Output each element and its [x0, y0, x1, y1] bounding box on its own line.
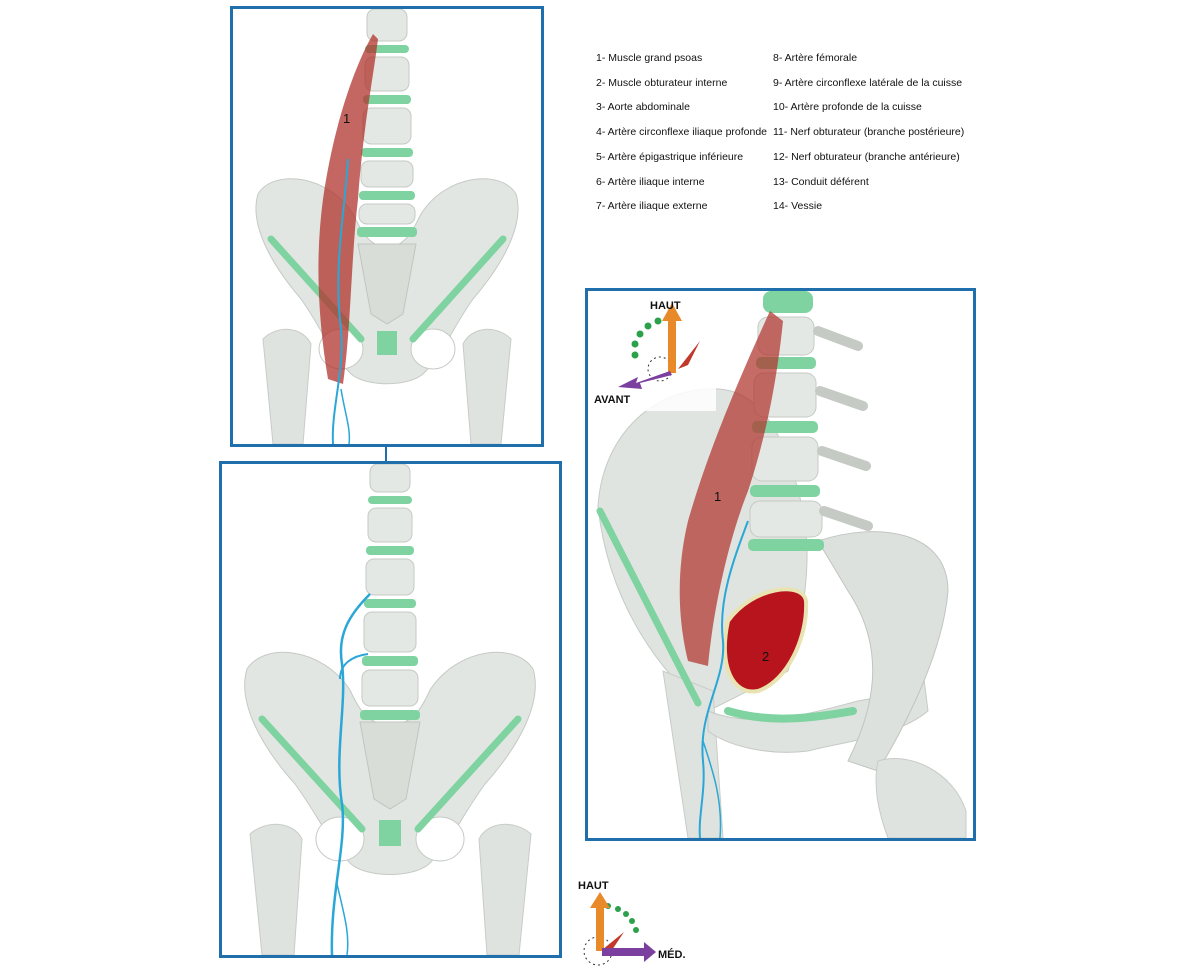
legend-column-right: 8- Artère fémorale 9- Artère circonflexe…: [773, 46, 964, 219]
label-haut: HAUT: [578, 880, 609, 892]
nerve-branch: [336, 883, 349, 955]
legend-item: 7- Artère iliaque externe: [596, 200, 708, 213]
psoas-major-muscle: [318, 34, 378, 384]
label-avant: AVANT: [594, 394, 631, 406]
obturator-nerve: [698, 520, 749, 838]
right-femur: [478, 823, 532, 955]
legend-item: 5- Artère épigastrique inférieure: [596, 150, 744, 163]
nerve-root: [339, 653, 369, 680]
legend-item: 9- Artère circonflexe latérale de la cui…: [773, 76, 963, 89]
right-inguinal-ligament: [409, 235, 507, 343]
pubic-cartilage: [724, 707, 857, 723]
lumbar-spine: [357, 9, 417, 237]
right-femur: [462, 328, 512, 444]
legend-item: 13- Conduit déférent: [773, 175, 869, 188]
arrow-lateral: [678, 341, 700, 369]
sacrum: [359, 721, 421, 810]
arrow-medial: [602, 942, 656, 962]
obturator-internus-muscle: [722, 587, 809, 694]
label-psoas: 1: [714, 489, 721, 504]
left-femur: [262, 328, 312, 444]
nerve-branch: [702, 740, 722, 838]
arrow-lateral: [602, 932, 624, 950]
left-inguinal-ligament: [258, 715, 366, 833]
legend-item: 8- Artère fémorale: [773, 52, 858, 64]
legend-item: 11- Nerf obturateur (branche postérieure…: [773, 126, 965, 139]
dotted-arc: [631, 317, 662, 359]
sacrum: [357, 243, 417, 325]
label-psoas: 1: [343, 111, 350, 126]
frontal-view-psoas-panel: 1: [230, 6, 544, 447]
dotted-arc: [605, 903, 639, 933]
legend-item: 1- Muscle grand psoas: [596, 52, 703, 64]
legend-item: 12- Nerf obturateur (branche antérieure): [773, 150, 960, 163]
femoral-head: [875, 757, 967, 838]
obturator-nerve: [331, 158, 349, 444]
label-med: MÉD.: [658, 948, 686, 961]
legend-item: 6- Artère iliaque interne: [596, 175, 705, 188]
label-haut: HAUT: [650, 300, 681, 312]
lumbar-spine: [360, 464, 420, 720]
nerve-branch: [340, 388, 351, 444]
orientation-indicator-lateral: HAUT AVANT: [594, 299, 716, 411]
lateral-view-panel: 1 2 HAUT AVANT: [585, 288, 976, 841]
arrow-up: [662, 303, 682, 373]
right-obturator-foramen: [415, 816, 465, 862]
legend-item: 14- Vessie: [773, 200, 823, 213]
legend-item: 2- Muscle obturateur interne: [596, 76, 728, 89]
frontal-pelvis-nerve-illustration: [244, 464, 536, 955]
legend-item: 3- Aorte abdominale: [596, 101, 690, 114]
frontal-view-nerve-panel: [219, 461, 562, 958]
legend-item: 4- Artère circonflexe iliaque profonde: [596, 126, 768, 139]
frontal-pelvis-illustration: 1: [255, 9, 519, 444]
arrow-front: [618, 371, 672, 389]
legend-column-left: 1- Muscle grand psoas 2- Muscle obturate…: [596, 46, 767, 219]
psoas-major-muscle: [679, 311, 783, 666]
sacrum: [817, 531, 949, 772]
lateral-pelvis-illustration: 1 2 HAUT AVANT: [594, 291, 967, 838]
inguinal-ligament: [596, 507, 702, 707]
label-obturator-internus: 2: [762, 649, 769, 664]
pubic-symphysis: [377, 331, 397, 355]
obturator-nerve: [330, 593, 371, 955]
legend-item: 10- Artère profonde de la cuisse: [773, 101, 922, 114]
arrow-up: [590, 892, 610, 951]
pubic-symphysis: [379, 820, 401, 846]
orientation-indicator-frontal: HAUT MÉD.: [578, 880, 686, 966]
right-inguinal-ligament: [414, 715, 522, 833]
panel-connector: [385, 447, 387, 461]
right-obturator-foramen: [410, 328, 456, 370]
left-femur: [249, 823, 303, 955]
